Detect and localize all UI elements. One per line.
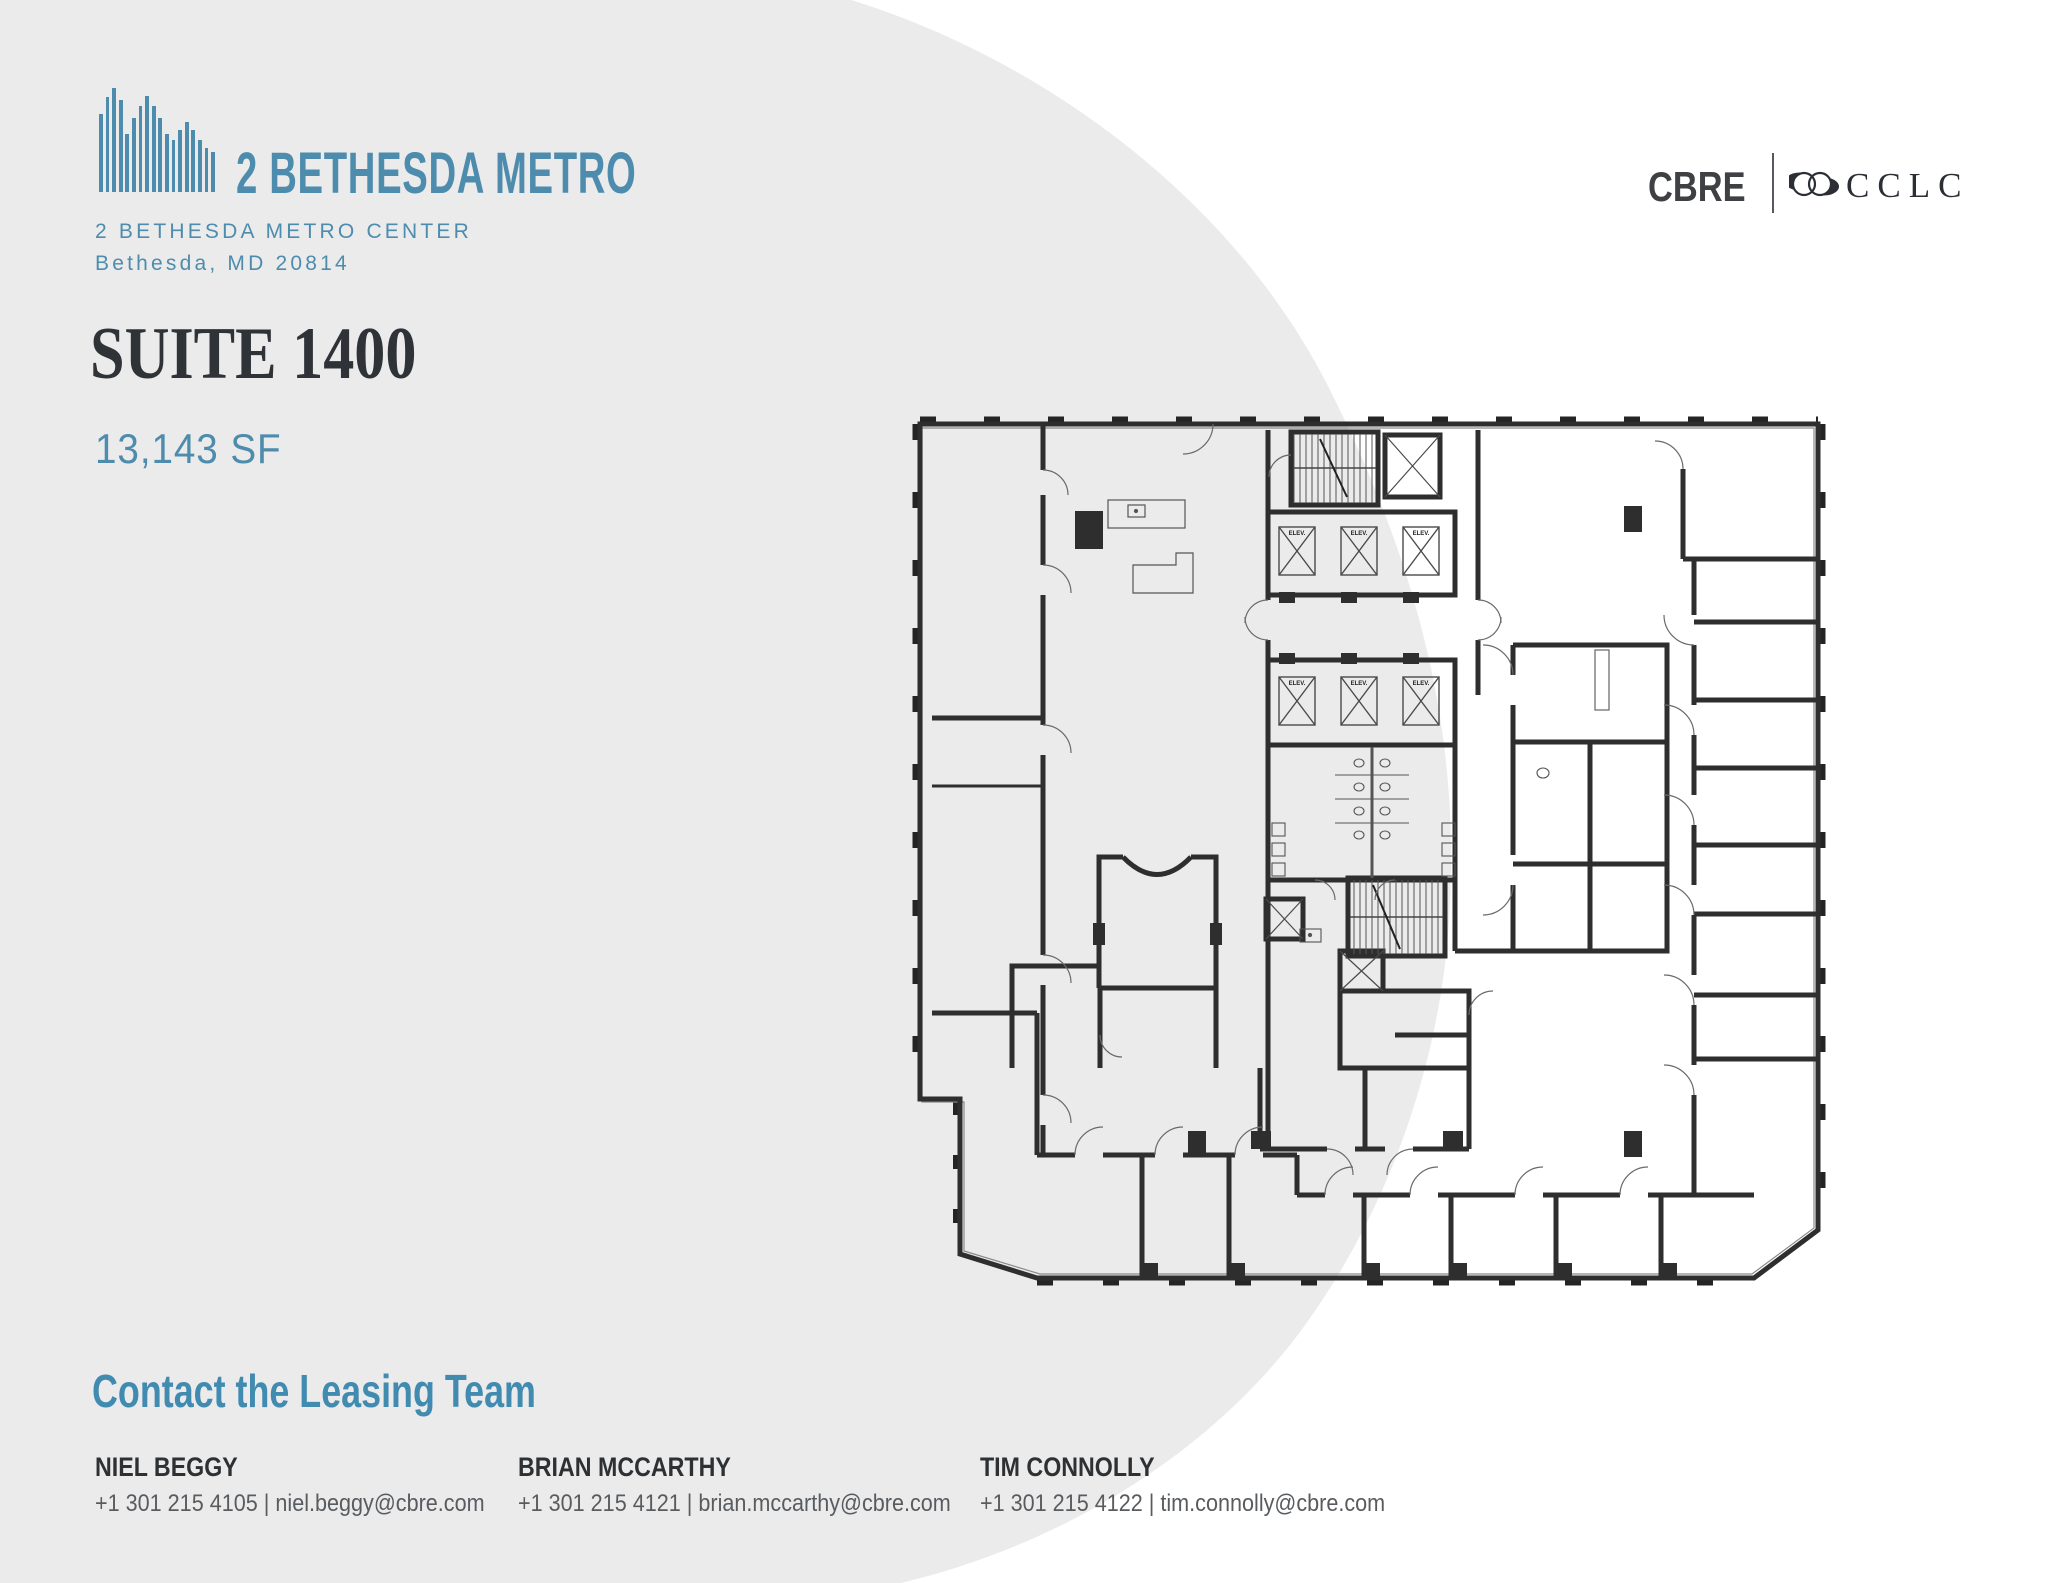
person-name: TIM CONNOLLY xyxy=(980,1452,1155,1482)
contact-heading: Contact the Leasing Team xyxy=(92,1365,536,1417)
logo-bar xyxy=(99,114,103,192)
logo-divider xyxy=(1772,153,1774,213)
glass-line xyxy=(921,427,1815,1275)
logo-bar xyxy=(164,134,169,192)
person-phone: +1 301 215 4121 xyxy=(518,1490,681,1517)
elevator-bank-1: ELEV. ELEV. ELEV. xyxy=(1278,526,1440,576)
elev-label: ELEV. xyxy=(1351,531,1368,537)
separator: | xyxy=(1148,1490,1155,1517)
person-phone: +1 301 215 4105 xyxy=(95,1490,258,1517)
core-walls xyxy=(1257,429,1513,1152)
logo-bar xyxy=(118,100,123,192)
curved-wall xyxy=(1121,855,1193,877)
person-contact-line: +1 301 215 4105 | niel.beggy@cbre.com xyxy=(95,1490,528,1518)
logo-bar xyxy=(138,106,143,192)
logo-bar xyxy=(158,118,163,192)
right-wing-walls xyxy=(1510,469,1818,1195)
elev-label: ELEV. xyxy=(1413,681,1430,687)
person-email: niel.beggy@cbre.com xyxy=(275,1490,485,1517)
bottom-rooms-walls xyxy=(1037,1152,1754,1278)
person-phone: +1 301 215 4122 xyxy=(980,1490,1143,1517)
person-name: BRIAN MCCARTHY xyxy=(518,1452,731,1482)
cbre-logo: CBRE xyxy=(1648,163,1746,210)
address-line-1: 2 BETHESDA METRO CENTER xyxy=(95,220,472,243)
elev-label: ELEV. xyxy=(1289,531,1306,537)
logo-bar xyxy=(105,97,110,192)
right-wing-fixtures xyxy=(1536,649,1610,779)
elev-label: ELEV. xyxy=(1413,531,1430,537)
address-line-2: Bethesda, MD 20814 xyxy=(95,252,350,275)
window-mullions xyxy=(912,416,1826,1286)
elev-label: ELEV. xyxy=(1351,681,1368,687)
logo-bar xyxy=(151,106,156,192)
kitchen xyxy=(1107,499,1194,594)
kitchen-poche xyxy=(1075,511,1103,549)
logo-bar xyxy=(178,130,182,192)
floorplan: ELEV. ELEV. ELEV. ELEV. ELEV. ELEV. xyxy=(912,416,1826,1286)
person-name: NIEL BEGGY xyxy=(95,1452,238,1482)
suite-title: SUITE 1400 xyxy=(90,313,417,395)
elevator-jambs xyxy=(1279,592,1419,664)
person-email: tim.connolly@cbre.com xyxy=(1160,1490,1386,1517)
person-contact-line: +1 301 215 4121 | brian.mccarthy@cbre.co… xyxy=(518,1490,999,1518)
separator: | xyxy=(686,1490,693,1517)
logo-bar xyxy=(211,152,215,192)
left-wing-walls xyxy=(932,424,1219,1155)
logo-bar xyxy=(112,88,116,192)
elev-label: ELEV. xyxy=(1289,681,1306,687)
logo-bar xyxy=(191,130,196,192)
cclc-logo: CCLC xyxy=(1846,166,1970,205)
logo-bar xyxy=(145,96,149,192)
door-arcs xyxy=(1042,423,1695,1196)
restrooms xyxy=(1271,747,1456,943)
suite-area: 13,143 SF xyxy=(95,425,282,472)
logo-bar xyxy=(184,122,189,192)
person-email: brian.mccarthy@cbre.com xyxy=(698,1490,951,1517)
exterior-walls xyxy=(917,421,1821,1281)
logo-bar xyxy=(125,134,130,192)
building-name: 2 BETHESDA METRO xyxy=(236,140,843,207)
logo-bar xyxy=(171,140,176,192)
separator: | xyxy=(263,1490,270,1517)
logo-bar xyxy=(131,118,136,192)
building-logo-icon xyxy=(99,88,224,192)
logo-bar xyxy=(197,140,202,192)
stairwell-icon xyxy=(1293,434,1443,954)
building-name-text: 2 BETHESDA METRO xyxy=(236,141,637,206)
elevator-bank-2: ELEV. ELEV. ELEV. xyxy=(1278,676,1440,726)
shaft-x-icons xyxy=(1265,434,1441,992)
person-contact-line: +1 301 215 4122 | tim.connolly@cbre.com xyxy=(980,1490,1430,1518)
columns xyxy=(1093,506,1677,1276)
cclc-rings-icon xyxy=(1789,171,1840,197)
logo-bar xyxy=(204,148,209,192)
